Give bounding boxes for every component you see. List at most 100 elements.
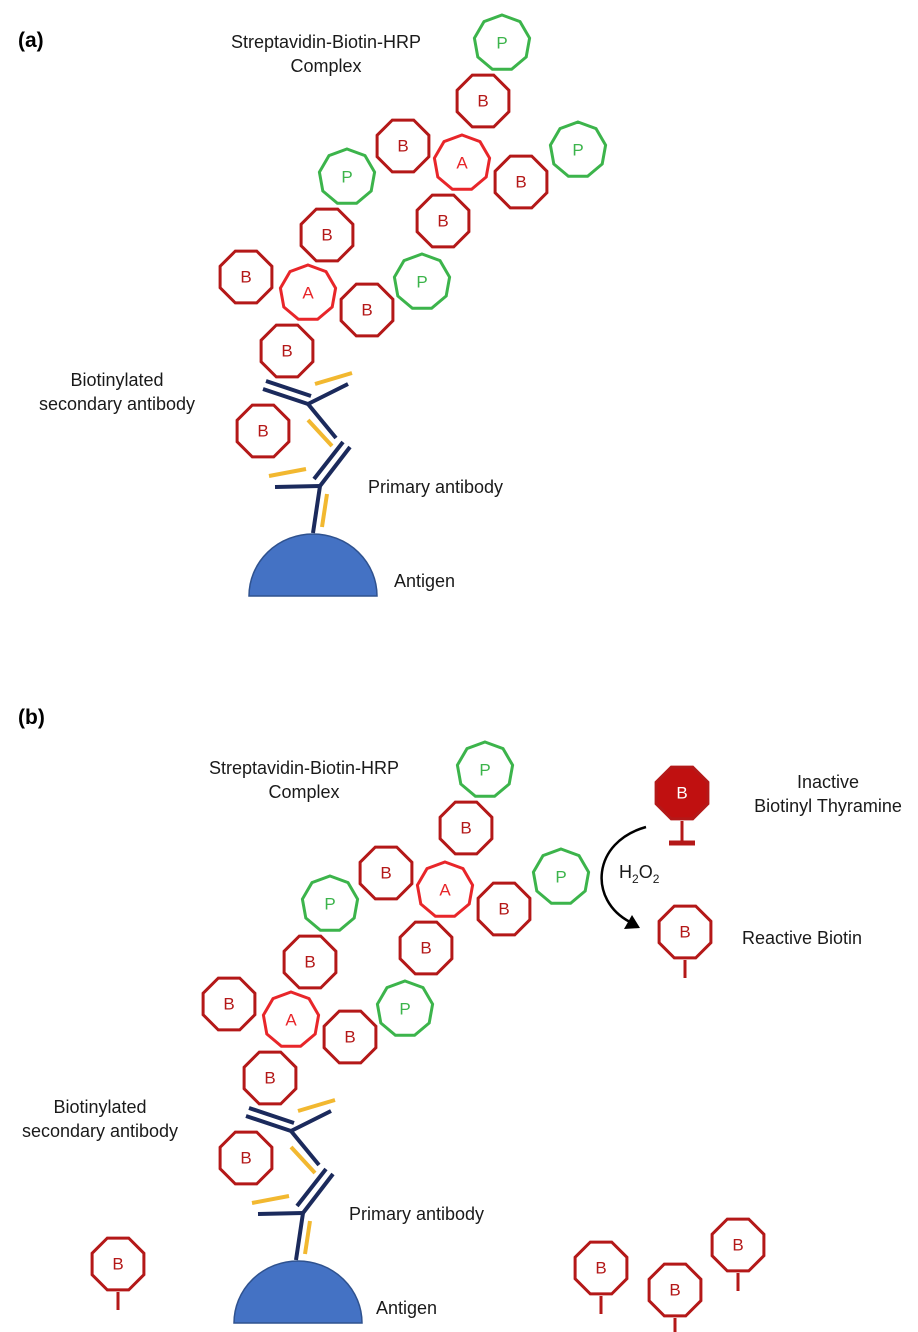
panel-a-complex-nodes: P B B A P P B B B B A P B B B [218,13,608,459]
biotin-node-icon: B [438,800,494,856]
biotin-node-icon: B [455,73,511,129]
biotin-node-icon: B [657,904,713,960]
reaction-arrow-icon [600,825,647,929]
node-letter: B [380,864,391,883]
avidin-node-icon: A [432,133,492,191]
node-letter: B [397,137,408,156]
node-letter: P [479,761,490,780]
peroxidase-node-icon: P [317,147,377,205]
h2o2-label: H2O2 [619,862,660,886]
panel-a-primary-label: Primary antibody [368,477,503,497]
avidin-node-icon: A [415,860,475,918]
node-letter: B [477,92,488,111]
panel-a-antigen-label: Antigen [394,571,455,591]
peroxidase-node-icon: P [531,847,591,905]
panel-b-complex-label-line2: Complex [268,782,339,802]
biotin-node-icon: B [654,765,710,821]
node-letter: A [439,881,451,900]
node-letter: B [112,1255,123,1274]
peroxidase-node-icon: P [472,13,532,71]
node-letter: B [223,995,234,1014]
peroxidase-node-icon: P [548,120,608,178]
panel-b-secondary-label-line1: Biotinylated [53,1097,146,1117]
node-letter: B [420,939,431,958]
biotin-node-icon: B [339,282,395,338]
node-letter: P [572,141,583,160]
node-letter: P [324,895,335,914]
panel-a-secondary-label-line1: Biotinylated [70,370,163,390]
antigen-icon [248,533,378,597]
panel-b-secondary-label-line2: secondary antibody [22,1121,178,1141]
node-letter: A [285,1011,297,1030]
panel-a-secondary-label-line2: secondary antibody [39,394,195,414]
node-letter: B [595,1259,606,1278]
node-letter: B [281,342,292,361]
node-letter: P [555,868,566,887]
panel-b-complex-label-line1: Streptavidin-Biotin-HRP [209,758,399,778]
node-letter: B [460,819,471,838]
peroxidase-node-icon: P [375,979,435,1037]
biotin-node-icon: B [415,193,471,249]
biotin-node-icon: B [398,920,454,976]
biotin-node-icon: B [710,1217,766,1273]
biotin-node-icon: B [218,1130,274,1186]
biotin-node-icon: B [299,207,355,263]
biotin-node-icon: B [493,154,549,210]
biotin-node-icon: B [235,403,291,459]
panel-a-complex-label-line1: Streptavidin-Biotin-HRP [231,32,421,52]
biotin-node-icon: B [90,1236,146,1292]
node-letter: P [399,1000,410,1019]
node-letter: B [679,923,690,942]
panel-b-label: (b) [18,706,45,729]
node-letter: P [416,273,427,292]
node-letter: B [321,226,332,245]
node-letter: B [304,953,315,972]
biotin-node-icon: B [259,323,315,379]
node-letter: B [676,784,687,803]
panel-b-antigen-label: Antigen [376,1298,437,1318]
panel-a: (a) Streptavidin-Biotin-HRP Complex Biot… [18,13,608,597]
biotin-node-icon: B [322,1009,378,1065]
node-letter: B [437,212,448,231]
biotin-node-icon: B [375,118,431,174]
node-letter: B [498,900,509,919]
node-letter: B [361,301,372,320]
primary-antibody-icon [251,1167,335,1261]
node-letter: B [240,268,251,287]
primary-antibody-icon [268,440,352,534]
biotin-node-icon: B [647,1262,703,1318]
panel-b-biotin-molecules: B B B B B B [90,765,766,1332]
biotin-node-icon: B [476,881,532,937]
node-letter: A [456,154,468,173]
node-letter: A [302,284,314,303]
panel-b-complex-nodes: P B B A P P B B B B A P B B B [201,740,591,1186]
reactive-biotin-label: Reactive Biotin [742,928,862,948]
antigen-icon [233,1260,363,1324]
node-letter: P [341,168,352,187]
peroxidase-node-icon: P [455,740,515,798]
node-letter: B [240,1149,251,1168]
inactive-label-line1: Inactive [797,772,859,792]
peroxidase-node-icon: P [300,874,360,932]
panel-b: (b) Streptavidin-Biotin-HRP Complex Biot… [18,706,902,1332]
node-letter: B [264,1069,275,1088]
node-letter: B [669,1281,680,1300]
inactive-label-line2: Biotinyl Thyramine [754,796,902,816]
secondary-antibody-icon [262,371,353,448]
panel-a-complex-label-line2: Complex [290,56,361,76]
node-letter: B [344,1028,355,1047]
biotin-node-icon: B [201,976,257,1032]
secondary-antibody-icon [245,1098,336,1175]
node-letter: B [257,422,268,441]
node-letter: B [515,173,526,192]
biotin-node-icon: B [358,845,414,901]
panel-b-primary-label: Primary antibody [349,1204,484,1224]
biotin-node-icon: B [282,934,338,990]
node-letter: P [496,34,507,53]
panel-a-label: (a) [18,29,44,52]
avidin-node-icon: A [261,990,321,1048]
biotin-node-icon: B [573,1240,629,1296]
peroxidase-node-icon: P [392,252,452,310]
biotin-node-icon: B [218,249,274,305]
